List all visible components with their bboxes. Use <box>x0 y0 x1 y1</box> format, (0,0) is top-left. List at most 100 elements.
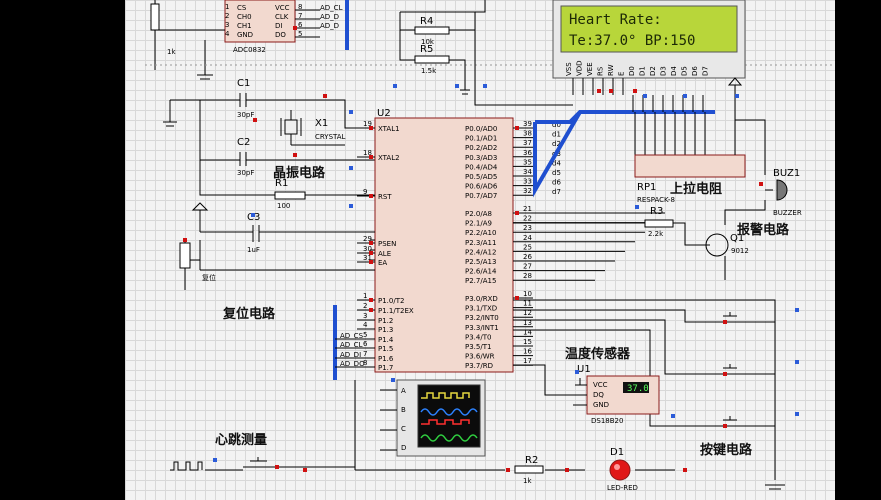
adc-chip[interactable]: CS CH0 CH1 GND VCC CLK DI DO 1 2 3 4 8 7… <box>224 0 303 54</box>
key-button-2[interactable] <box>713 364 747 375</box>
mcu-chip[interactable] <box>374 117 514 373</box>
adc-pin-do: DO <box>275 31 286 39</box>
p1-net-1: AD_CL <box>340 341 363 349</box>
ds18b20-pin-dq: DQ <box>593 391 604 399</box>
mcu-left-pin-name-1: XTAL2 <box>378 154 400 162</box>
mcu-right-pin-name-10: P2.2/A10 <box>465 229 496 237</box>
resistor-r5[interactable]: R5 1.5k <box>414 44 450 75</box>
data-net-d7: d7 <box>552 188 561 196</box>
mcu-left-pin-num-7: 2 <box>363 302 367 310</box>
net-label-ad-cl: AD_CL <box>320 4 343 12</box>
mcu-right-pin-num-12: 25 <box>523 243 532 251</box>
mcu-right-pin-num-8: 21 <box>523 205 532 213</box>
scope-channel-B: B <box>401 406 406 414</box>
lcd-line-2: Te:37.0° BP:150 <box>569 33 695 49</box>
resistor-r2[interactable] <box>514 465 544 474</box>
mcu-left-pin-name-0: XTAL1 <box>378 125 400 133</box>
adc-resistor[interactable] <box>150 3 160 31</box>
mcu-right-pin-num-14: 27 <box>523 263 532 271</box>
mcu-left-pin-num-2: 9 <box>363 188 367 196</box>
label-temp-sensor: 温度传感器 <box>565 346 631 362</box>
lcd-pin-11: D5 <box>681 66 689 76</box>
lcd-pin-2: VEE <box>586 62 594 76</box>
adc-pin-ch1: CH1 <box>237 22 252 30</box>
rp1-resistor-pack[interactable] <box>634 154 746 178</box>
mcu-right-pin-num-22: 16 <box>523 348 532 356</box>
ds18b20-ref: U1 <box>577 364 591 375</box>
mcu-right-pin-name-1: P0.1/AD1 <box>465 135 497 143</box>
mcu-left-pin-name-4: ALE <box>378 250 391 258</box>
mcu-left-pin-num-0: 19 <box>363 120 372 128</box>
mcu-right-pin-name-3: P0.3/AD3 <box>465 154 497 162</box>
mcu-right-pin-num-6: 33 <box>523 178 532 186</box>
led-d1[interactable] <box>609 459 631 481</box>
r2-ref: R2 <box>525 455 538 466</box>
mcu-right-pin-name-8: P2.0/A8 <box>465 210 492 218</box>
ds18b20-pin-vcc: VCC <box>593 381 608 389</box>
schematic-sheet: CS CH0 CH1 GND VCC CLK DI DO 1 2 3 4 8 7… <box>125 0 835 500</box>
r1-ref: R1 <box>275 178 288 189</box>
mcu-left-pin-name-8: P1.2 <box>378 317 393 325</box>
label-pullup: 上拉电阻 <box>670 181 722 197</box>
mcu-right-pin-name-12: P2.4/A12 <box>465 248 496 256</box>
mcu-left-pin-num-8: 3 <box>363 312 367 320</box>
c2-ref: C2 <box>237 137 250 148</box>
capacitor-c2[interactable] <box>239 152 247 166</box>
c1-value: 30pF <box>237 111 254 119</box>
q1-value: 9012 <box>731 247 749 255</box>
mcu-right-pin-name-22: P3.6/WR <box>465 353 495 361</box>
mcu-pins: 19XTAL118XTAL29RST29PSEN30ALE31EA1P1.0/T… <box>357 120 533 372</box>
adc-pin-vcc: VCC <box>275 4 290 12</box>
reset-switch[interactable] <box>179 242 191 269</box>
q1-ref: Q1 <box>730 233 744 244</box>
mcu-left-pin-name-9: P1.3 <box>378 326 393 334</box>
lcd-line-1: Heart Rate: <box>569 12 662 28</box>
p1-net-3: AD_DO <box>340 360 365 368</box>
mcu-right-pin-name-20: P3.4/T0 <box>465 333 491 341</box>
r4-value: 10k <box>421 38 435 46</box>
mcu-left-pin-name-12: P1.6 <box>378 355 394 363</box>
lcd-pin-6: D0 <box>628 66 636 76</box>
resistor-r1[interactable] <box>274 191 306 200</box>
data-net-d0: d0 <box>552 121 561 129</box>
adc-pin-num-2: 2 <box>225 12 229 20</box>
mcu-right-pin-name-6: P0.6/AD6 <box>465 183 498 191</box>
mcu-right-pin-num-4: 35 <box>523 158 532 166</box>
buzzer-icon[interactable] <box>776 179 788 201</box>
adc-pin-num-6: 6 <box>298 21 303 29</box>
x1-value: CRYSTAL <box>315 133 346 141</box>
capacitor-c1[interactable] <box>239 93 247 107</box>
adc-pin-gnd: GND <box>237 31 253 39</box>
r3-ref: R3 <box>650 206 663 217</box>
lcd-pin-13: D7 <box>702 66 710 76</box>
adc-pin-cs: CS <box>237 4 247 12</box>
mcu-right-pin-name-21: P3.5/T1 <box>465 343 491 351</box>
r1-value: 100 <box>277 202 290 210</box>
label-reset-circuit: 复位电路 <box>222 306 276 322</box>
ds18b20-value: DS18B20 <box>591 417 623 425</box>
resistor-r3[interactable] <box>644 219 674 228</box>
mcu-right-pin-num-19: 13 <box>523 319 532 327</box>
r4-ref: R4 <box>420 16 433 27</box>
key-button-3[interactable] <box>713 416 747 427</box>
resistor-r4[interactable]: R4 10k <box>414 16 450 46</box>
key-button-1[interactable] <box>713 312 747 323</box>
capacitor-c3[interactable] <box>252 225 260 242</box>
reset-switch-label: 复位 <box>202 273 216 282</box>
mcu-right-pin-num-18: 12 <box>523 309 532 317</box>
mcu-left-pin-name-13: P1.7 <box>378 364 393 372</box>
p1-net-0: AD_CS <box>340 332 364 340</box>
c1-ref: C1 <box>237 78 250 89</box>
mcu-right-pin-num-16: 10 <box>523 290 532 298</box>
mcu-right-pin-name-0: P0.0/AD0 <box>465 125 497 133</box>
mcu-left-pin-name-7: P1.1/T2EX <box>378 307 414 315</box>
mcu-right-pin-name-17: P3.1/TXD <box>465 305 497 313</box>
heartbeat-switch[interactable] <box>243 457 275 468</box>
mcu-right-pin-name-5: P0.5/AD5 <box>465 173 497 181</box>
pulse-source-icon[interactable] <box>170 461 203 471</box>
crystal-x1[interactable] <box>280 118 302 136</box>
mcu-right-pin-name-11: P2.3/A11 <box>465 239 496 247</box>
